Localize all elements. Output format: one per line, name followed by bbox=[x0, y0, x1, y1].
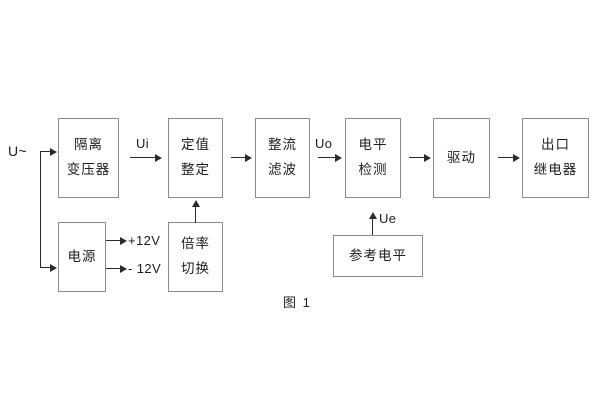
arrowhead-transformer-to-setting bbox=[155, 154, 162, 162]
input-branch-top-arrowhead bbox=[50, 148, 57, 156]
arrowhead-rectify-to-level bbox=[335, 154, 342, 162]
arrowhead-reference-to-level bbox=[368, 212, 377, 219]
wire-rail-positive bbox=[106, 240, 122, 242]
rail-positive-label: +12V bbox=[128, 233, 161, 248]
block-driver-line-1: 驱动 bbox=[447, 149, 476, 165]
block-rectify-filter-line-2: 滤波 bbox=[268, 162, 297, 177]
block-level-detection-line-2: 检测 bbox=[358, 162, 388, 177]
block-setting-value[interactable]: 定值 整定 bbox=[168, 118, 223, 198]
wire-driver-to-relay bbox=[498, 157, 515, 159]
arrowhead-multiplier-to-setting bbox=[191, 200, 200, 207]
input-trunk-vertical-wire bbox=[40, 152, 42, 268]
block-multiplier-switch[interactable]: 倍率 切换 bbox=[168, 222, 223, 292]
wire-rectify-to-level bbox=[318, 157, 338, 159]
block-setting-value-line-1: 定值 bbox=[181, 137, 210, 153]
rail-negative-label: - 12V bbox=[128, 261, 162, 276]
block-isolation-transformer-line-1: 隔离 bbox=[74, 137, 103, 153]
block-output-relay-line-1: 出口 bbox=[541, 137, 570, 153]
signal-uo-label: Uo bbox=[315, 136, 333, 151]
wire-reference-to-level bbox=[372, 218, 374, 235]
input-branch-top-wire bbox=[40, 151, 52, 153]
wire-multiplier-to-setting bbox=[195, 206, 197, 223]
block-multiplier-switch-line-1: 倍率 bbox=[181, 236, 210, 252]
block-level-detection[interactable]: 电平 检测 bbox=[345, 118, 401, 198]
signal-ue-label: Ue bbox=[379, 211, 397, 226]
wire-transformer-to-setting bbox=[130, 157, 157, 159]
block-level-detection-line-1: 电平 bbox=[358, 137, 388, 153]
block-setting-value-line-2: 整定 bbox=[181, 162, 210, 177]
block-reference-level[interactable]: 参考电平 bbox=[333, 235, 423, 277]
figure-caption: 图 1 bbox=[283, 295, 312, 310]
block-power-supply[interactable]: 电源 bbox=[58, 222, 106, 292]
wire-setting-to-rectify bbox=[231, 157, 247, 159]
arrowhead-rail-negative bbox=[120, 265, 127, 273]
block-power-supply-line-1: 电源 bbox=[67, 248, 97, 264]
wire-level-to-driver bbox=[409, 157, 426, 159]
block-rectify-filter[interactable]: 整流 滤波 bbox=[255, 118, 310, 198]
signal-ui-label: Ui bbox=[136, 136, 150, 151]
arrowhead-setting-to-rectify bbox=[245, 154, 252, 162]
wire-rail-negative bbox=[106, 268, 122, 270]
input-branch-bottom-arrowhead bbox=[50, 264, 57, 272]
block-output-relay-line-2: 继电器 bbox=[533, 162, 578, 177]
arrowhead-level-to-driver bbox=[424, 154, 431, 162]
block-multiplier-switch-line-2: 切换 bbox=[181, 261, 210, 276]
block-isolation-transformer[interactable]: 隔离 变压器 bbox=[58, 118, 119, 198]
input-branch-bottom-wire bbox=[40, 267, 52, 269]
block-rectify-filter-line-1: 整流 bbox=[268, 137, 297, 153]
block-driver[interactable]: 驱动 bbox=[433, 118, 490, 198]
block-output-relay[interactable]: 出口 继电器 bbox=[522, 118, 589, 198]
block-reference-level-line-1: 参考电平 bbox=[349, 247, 407, 263]
arrowhead-rail-positive bbox=[120, 237, 127, 245]
input-voltage-label: U~ bbox=[8, 143, 28, 159]
block-isolation-transformer-line-2: 变压器 bbox=[66, 162, 111, 177]
arrowhead-driver-to-relay bbox=[513, 154, 520, 162]
